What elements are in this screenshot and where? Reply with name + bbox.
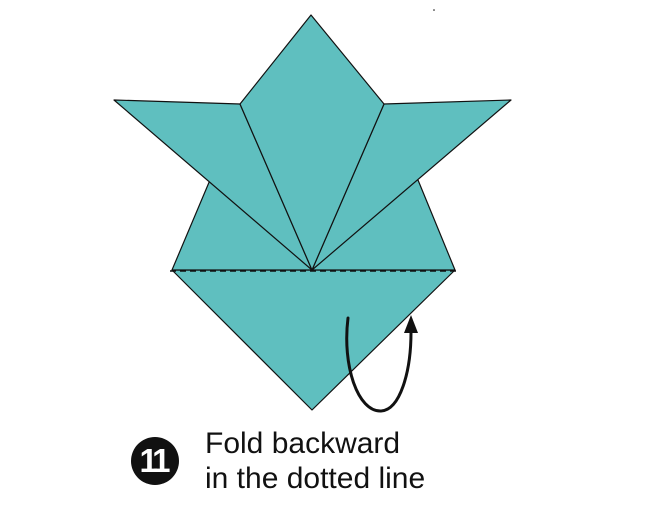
instruction-line-1: Fold backward: [205, 427, 401, 460]
curved-backward-arrow-icon: [345, 315, 418, 413]
lower-triangle: [171, 269, 456, 411]
step-instruction: Fold backward in the dotted line: [205, 426, 425, 496]
top-diamond: [239, 14, 385, 271]
origami-paper: [113, 14, 512, 411]
stray-mark: [433, 9, 435, 11]
step-number-badge: 11: [131, 437, 179, 485]
instruction-line-2: in the dotted line: [205, 462, 426, 495]
